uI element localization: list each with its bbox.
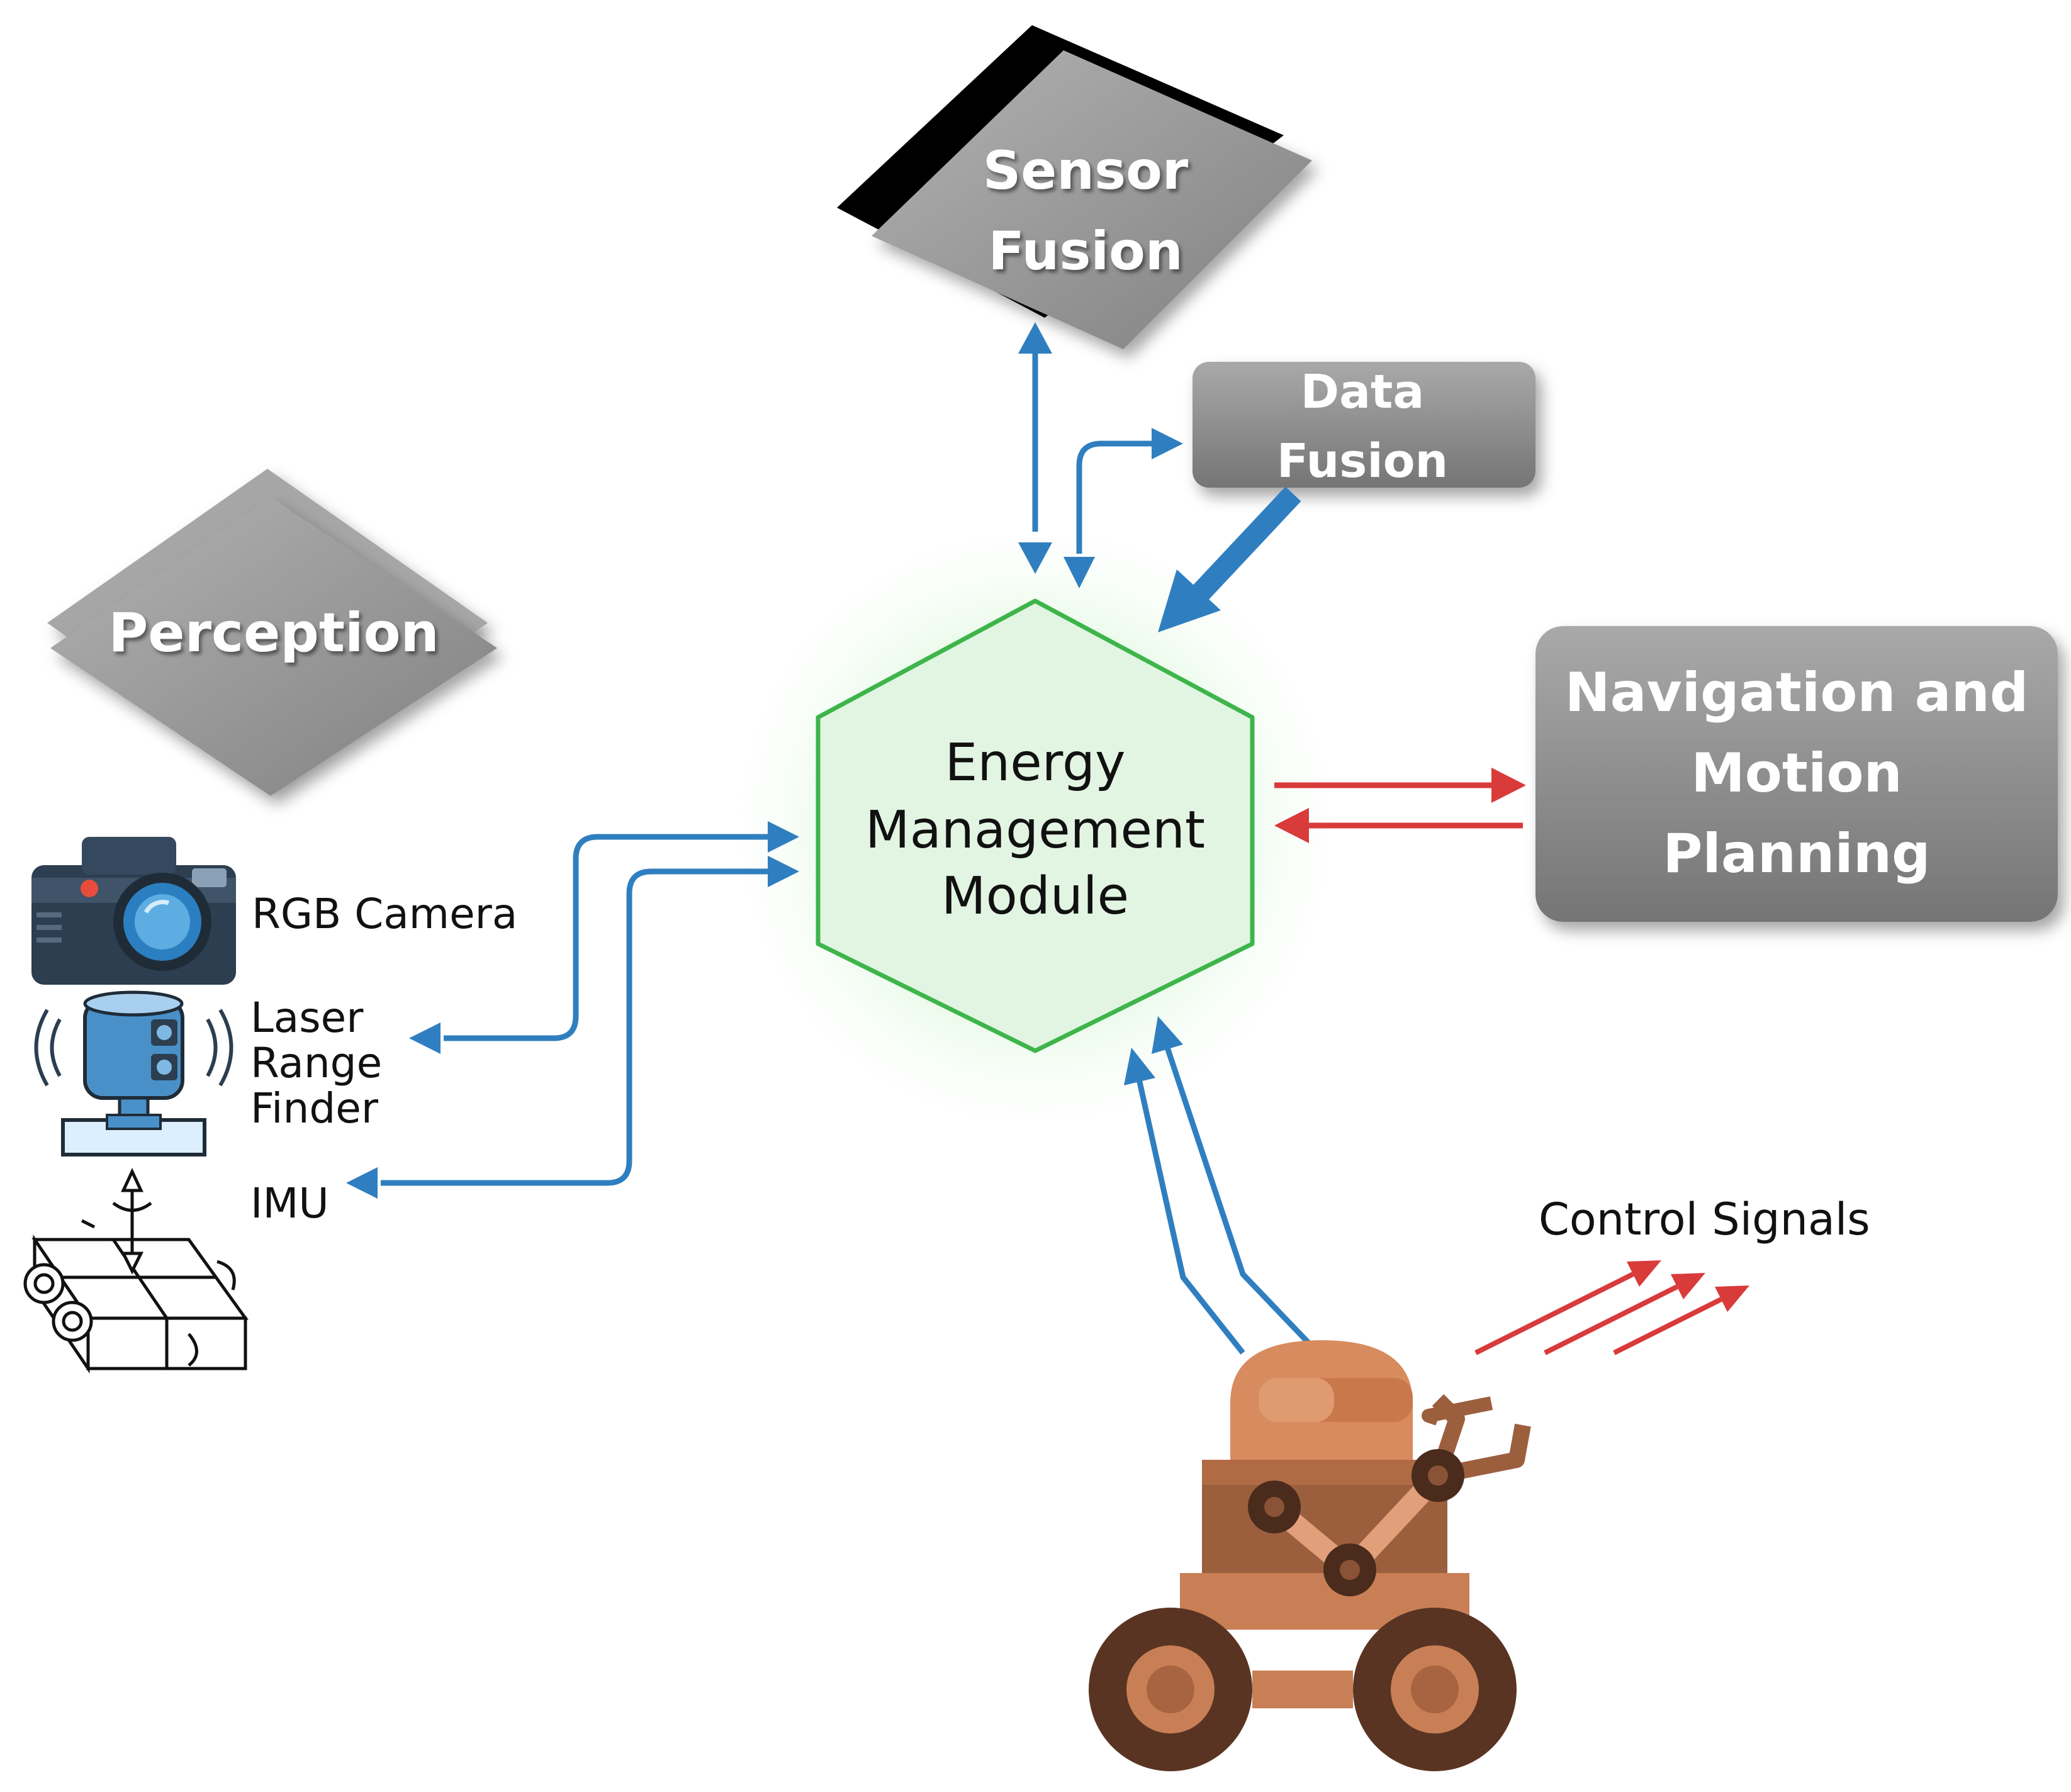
perception-label: Perception: [108, 602, 439, 664]
perception-node: Perception: [47, 469, 497, 796]
imu-icon: [23, 1168, 249, 1374]
data-fusion-link-up: [1064, 428, 1183, 588]
laser-label-line2: Range: [250, 1039, 382, 1087]
sensor-fusion-label-line1: Sensor: [983, 140, 1189, 201]
sensor-fusion-link: [1018, 322, 1052, 574]
robot-link: [1124, 1016, 1315, 1355]
sensor-fusion-node: Sensor Fusion: [837, 25, 1312, 349]
data-fusion-link-down: [1158, 486, 1301, 632]
energy-label-line1: Energy: [945, 733, 1125, 793]
laser-label-line3: Finder: [250, 1084, 379, 1133]
laser-label-line1: Laser: [250, 994, 364, 1042]
rgb-camera-label: RGB Camera: [252, 890, 517, 938]
control-signal-arrows: [1474, 1260, 1749, 1355]
navigation-label-line2: Motion: [1691, 742, 1902, 805]
energy-label-line3: Module: [941, 866, 1129, 926]
imu-label: IMU: [250, 1179, 329, 1228]
data-fusion-node: Data Fusion: [1193, 362, 1535, 488]
camera-link: [409, 821, 799, 1054]
robot-icon: [1089, 1340, 1531, 1771]
control-signals-label: Control Signals: [1539, 1194, 1870, 1245]
navigation-label-line1: Navigation and: [1565, 661, 2029, 724]
data-fusion-label-line1: Data: [1301, 365, 1425, 419]
energy-label-line2: Management: [865, 800, 1205, 860]
data-fusion-label-line2: Fusion: [1277, 434, 1448, 488]
laser-range-finder-icon: [34, 990, 233, 1156]
navigation-node: Navigation and Motion Planning: [1535, 626, 2058, 922]
energy-management-module: Energy Management Module: [708, 500, 1362, 1155]
imu-link: [346, 856, 799, 1199]
navigation-link: [1274, 768, 1526, 843]
camera-icon: [31, 837, 236, 985]
navigation-label-line3: Planning: [1663, 822, 1930, 885]
sensor-fusion-label-line2: Fusion: [988, 220, 1182, 282]
